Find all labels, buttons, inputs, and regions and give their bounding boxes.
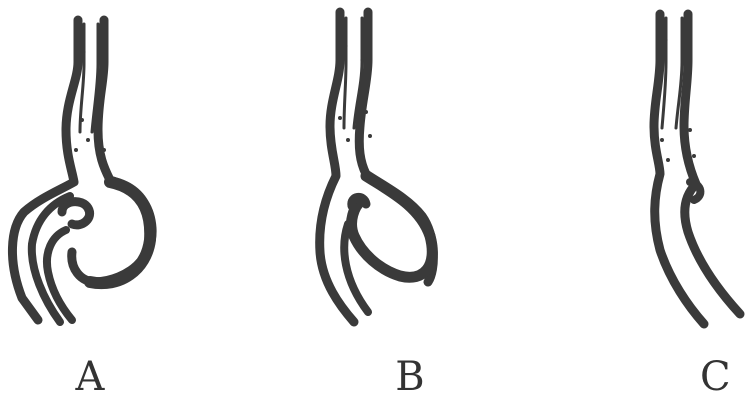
panel-b-drawing [320,12,434,322]
panel-label-a: A [60,355,120,399]
panel-label-b: B [380,355,440,399]
panel-a-drawing [12,20,152,322]
panel-c-drawing [654,14,740,324]
panel-label-c: C [700,355,749,399]
